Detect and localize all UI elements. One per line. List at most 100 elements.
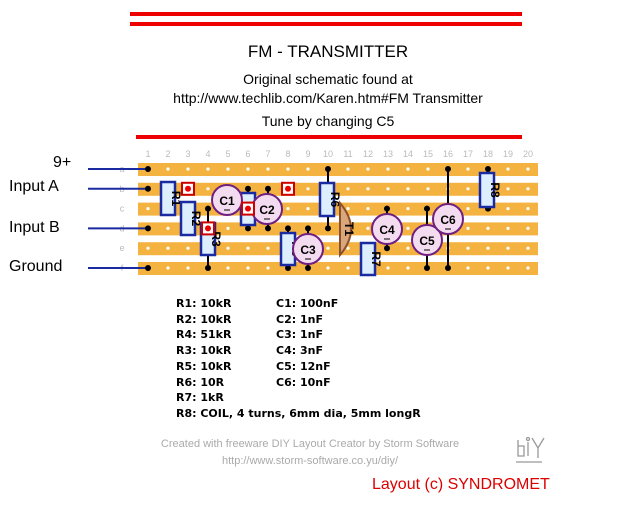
hole bbox=[266, 266, 270, 270]
capacitor-label: C2 bbox=[259, 203, 275, 217]
hole bbox=[406, 266, 410, 270]
hole bbox=[246, 167, 250, 171]
hole bbox=[526, 246, 530, 250]
hole bbox=[386, 187, 390, 191]
solder-joint bbox=[245, 225, 251, 232]
hole bbox=[286, 167, 290, 171]
column-number: 15 bbox=[423, 149, 433, 159]
diy-logo-icon bbox=[516, 436, 545, 463]
hole bbox=[526, 207, 530, 211]
column-number: 9 bbox=[305, 149, 310, 159]
hole bbox=[486, 266, 490, 270]
transistor-T1 bbox=[339, 200, 352, 258]
hole bbox=[506, 207, 510, 211]
hole bbox=[506, 226, 510, 230]
solder-joint bbox=[265, 185, 271, 192]
hole bbox=[506, 266, 510, 270]
label-9v: 9+ bbox=[53, 154, 72, 171]
cut-track-mark bbox=[245, 205, 251, 212]
column-number: 13 bbox=[383, 149, 393, 159]
solder-joint bbox=[145, 265, 151, 271]
part-entry: R8: COIL, 4 turns, 6mm dia, 5mm longR bbox=[176, 406, 421, 420]
hole bbox=[526, 167, 530, 171]
solder-joint bbox=[325, 225, 331, 232]
part-entry: C1: 100nF bbox=[276, 297, 339, 310]
credit-url: http://www.storm-software.co.yu/diy/ bbox=[221, 455, 399, 467]
solder-joint bbox=[205, 265, 211, 271]
column-number: 11 bbox=[343, 149, 352, 159]
column-number: 2 bbox=[165, 149, 170, 159]
row-letter: c bbox=[120, 204, 125, 214]
page-title: FM - TRANSMITTER bbox=[247, 42, 409, 61]
column-number: 16 bbox=[443, 149, 453, 159]
hole bbox=[226, 167, 230, 171]
hole bbox=[346, 246, 350, 250]
solder-joint bbox=[384, 245, 390, 252]
resistor-label: R6 bbox=[328, 192, 342, 208]
column-number: 5 bbox=[225, 149, 230, 159]
hole bbox=[266, 246, 270, 250]
resistor-label: R8 bbox=[488, 182, 502, 198]
hole bbox=[226, 246, 230, 250]
top-red-line-2 bbox=[130, 22, 522, 26]
hole bbox=[346, 187, 350, 191]
capacitor-C5 bbox=[411, 224, 443, 256]
column-number: 17 bbox=[463, 149, 473, 159]
solder-joint bbox=[325, 166, 331, 172]
hole bbox=[366, 226, 370, 230]
capacitor-label: C4 bbox=[379, 223, 395, 237]
solder-joint bbox=[145, 225, 151, 232]
part-entry: C3: 1nF bbox=[276, 328, 323, 342]
solder-joint bbox=[424, 205, 430, 212]
cut-track-mark bbox=[285, 185, 291, 192]
hole bbox=[366, 207, 370, 211]
hole bbox=[186, 266, 190, 270]
hole bbox=[186, 167, 190, 171]
capacitor-label: C6 bbox=[440, 213, 456, 227]
hole bbox=[286, 207, 290, 211]
subtitle-3: Tune by changing C5 bbox=[261, 113, 395, 129]
copper-strip bbox=[138, 242, 538, 256]
column-number: 14 bbox=[403, 149, 413, 159]
hole bbox=[506, 246, 510, 250]
column-number: 4 bbox=[205, 149, 210, 159]
label-ground: Ground bbox=[9, 258, 63, 275]
hole bbox=[466, 266, 470, 270]
hole bbox=[526, 226, 530, 230]
resistor-R7 bbox=[359, 241, 377, 277]
capacitor-C6 bbox=[432, 203, 464, 235]
divider-red-line bbox=[136, 135, 522, 139]
hole bbox=[346, 167, 350, 171]
label-input-b: Input B bbox=[9, 219, 60, 236]
part-entry: R2: 10kR bbox=[176, 312, 232, 326]
hole bbox=[466, 246, 470, 250]
hole bbox=[466, 187, 470, 191]
column-number: 7 bbox=[265, 149, 270, 159]
cut-track-mark bbox=[185, 185, 191, 192]
part-entry: R7: 1kR bbox=[176, 391, 224, 405]
part-entry: C2: 1nF bbox=[276, 312, 323, 326]
solder-joint bbox=[485, 166, 491, 172]
part-entry: R1: 10kR bbox=[176, 297, 232, 310]
hole bbox=[406, 187, 410, 191]
solder-joint bbox=[305, 225, 311, 232]
solder-joint bbox=[285, 225, 291, 232]
hole bbox=[466, 167, 470, 171]
capacitor-label: C5 bbox=[419, 234, 435, 248]
hole bbox=[326, 266, 330, 270]
column-number: 8 bbox=[285, 149, 290, 159]
resistor-R6 bbox=[318, 181, 336, 218]
hole bbox=[166, 266, 170, 270]
part-entry: C4: 3nF bbox=[276, 344, 323, 358]
transistor-label: T1 bbox=[342, 222, 356, 236]
column-number: 10 bbox=[323, 149, 333, 159]
hole bbox=[226, 266, 230, 270]
cut-track-mark bbox=[205, 225, 211, 232]
hole bbox=[266, 167, 270, 171]
part-entry: R3: 10kR bbox=[176, 344, 232, 358]
capacitor-label: C1 bbox=[219, 194, 235, 208]
hole bbox=[346, 207, 350, 211]
hole bbox=[406, 226, 410, 230]
row-letter: e bbox=[119, 243, 124, 253]
hole bbox=[306, 207, 310, 211]
